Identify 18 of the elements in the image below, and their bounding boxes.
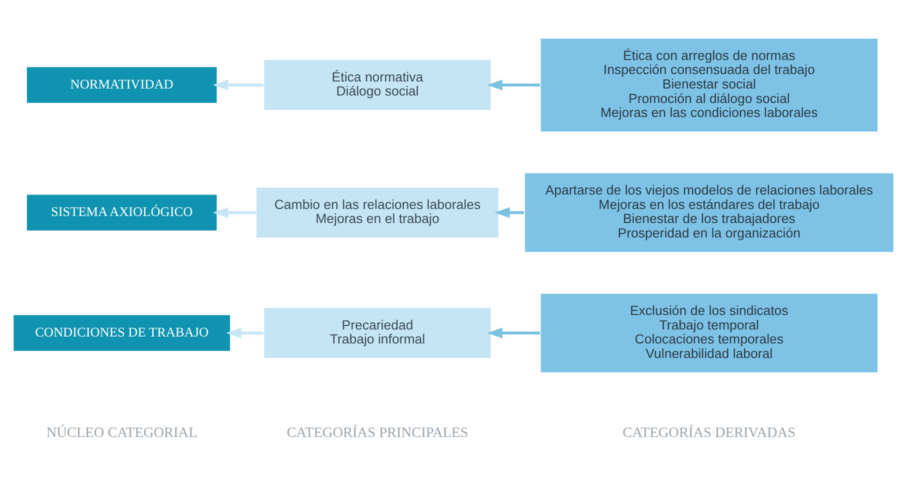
- node-box: SISTEMA AXIOLÓGICO: [26, 194, 218, 232]
- arrow: [487, 328, 540, 338]
- label: CATEGORÍAS PRINCIPALES: [286, 424, 468, 441]
- node-box: Ética normativa Diálogo social: [263, 59, 492, 112]
- node-box: Ética con arreglos de normas Inspección consensuada del trabajo Bienestar social Promoción al diálogo social Mejoras en las condiciones laborales: [540, 38, 879, 132]
- arrow: [226, 328, 264, 338]
- node-box: Exclusión de los sindicatos Trabajo temporal Colocaciones temporales Vulnerabilidad laboral: [540, 292, 879, 374]
- arrow: [212, 207, 256, 218]
- node-box: NORMATIVIDAD: [26, 66, 218, 104]
- arrow: [494, 207, 524, 218]
- label: CATEGORÍAS DERIVADAS: [622, 424, 796, 441]
- node-box: Apartarse de los viejos modelos de relaciones laborales Mejoras en los estándares del trabajo Bienestar de los trabajadores Prosperidad en la organización: [524, 172, 894, 253]
- arrow: [487, 80, 540, 90]
- node-box: CONDICIONES DE TRABAJO: [12, 314, 232, 352]
- node-box: Cambio en las relaciones laborales Mejoras en el trabajo: [256, 186, 500, 239]
- node-box: Precariedad Trabajo informal: [263, 307, 492, 360]
- label: NÚCLEO CATEGORIAL: [46, 424, 198, 441]
- arrow: [212, 80, 264, 90]
